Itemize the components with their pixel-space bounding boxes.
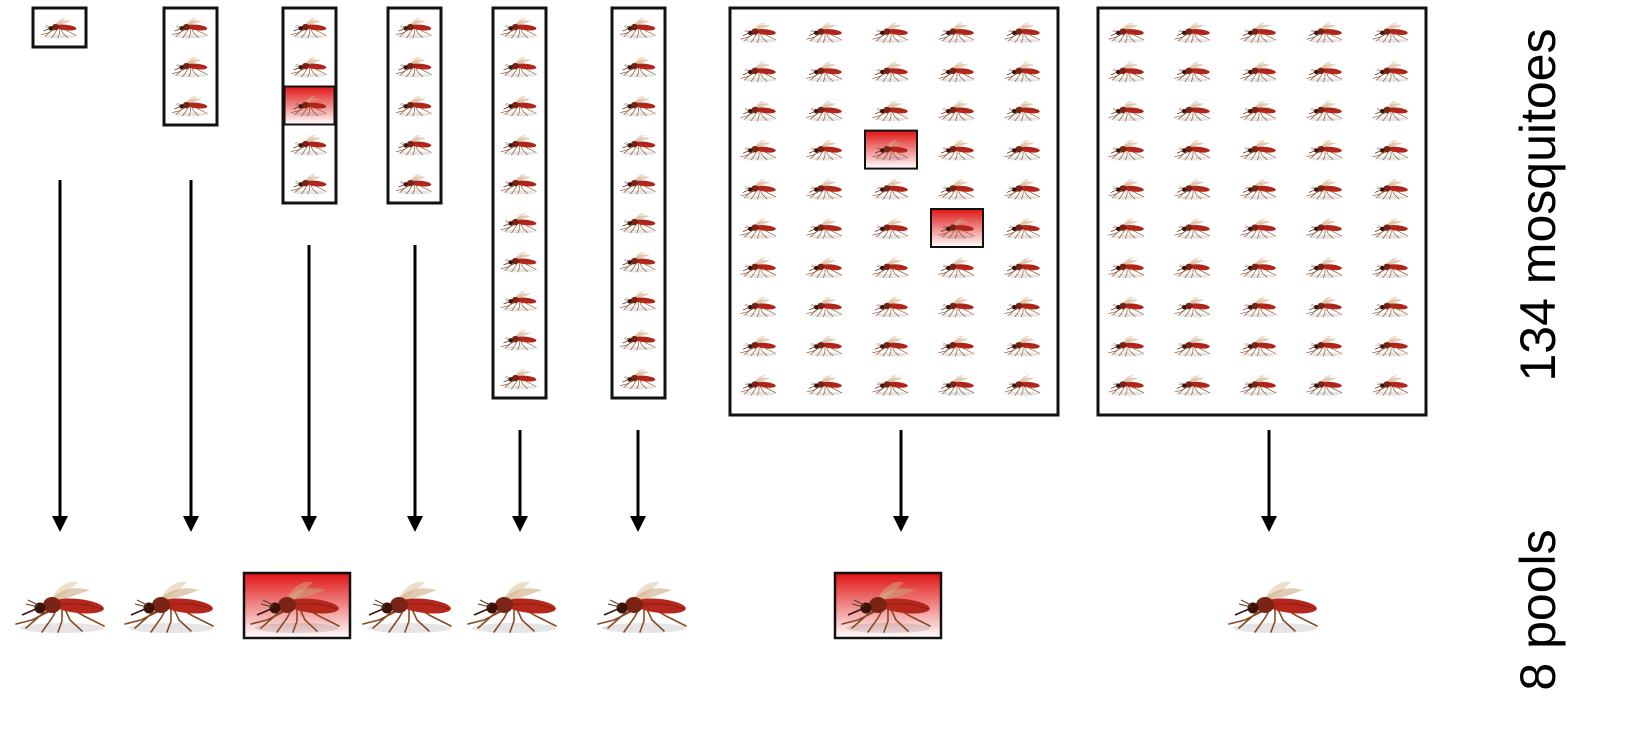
pool-result-8: [1229, 582, 1318, 633]
pool-result-3: [244, 573, 350, 638]
mosquito-icon: [16, 582, 105, 633]
mosquito-count-label: 134 mosquitoes: [1513, 28, 1563, 381]
pool-result-5: [468, 582, 557, 633]
mosquito-icon: [363, 582, 452, 633]
arrow-down-icon: [183, 180, 199, 532]
pool-5: [493, 8, 546, 398]
pool-result-2: [125, 582, 214, 633]
arrow-down-icon: [407, 245, 423, 532]
arrow-down-icon: [301, 245, 317, 532]
arrow-head: [407, 516, 423, 532]
pool-result-4: [363, 582, 452, 633]
arrow-head: [893, 516, 909, 532]
pool-8: [1098, 8, 1426, 415]
mosquito-icon: [598, 582, 687, 633]
pool-result-1: [16, 582, 105, 633]
arrow-down-icon: [512, 430, 528, 532]
pool-7: [730, 8, 1058, 415]
arrow-head: [1261, 516, 1277, 532]
pool-4: [388, 8, 441, 203]
arrow-head: [183, 516, 199, 532]
arrow-down-icon: [630, 430, 646, 532]
mosquito-icon: [125, 582, 214, 633]
arrow-head: [301, 516, 317, 532]
mosquito-icon: [468, 582, 557, 633]
pool-2: [164, 8, 217, 125]
arrow-head: [52, 516, 68, 532]
pool-count-label: 8 pools: [1513, 529, 1563, 690]
pool-6: [612, 8, 665, 398]
pool-result-6: [598, 582, 687, 633]
mosquito-icon: [1229, 582, 1318, 633]
arrow-down-icon: [893, 430, 909, 532]
arrow-down-icon: [1261, 430, 1277, 532]
arrow-down-icon: [52, 180, 68, 532]
pool-result-7: [835, 573, 941, 638]
pool-1: [33, 8, 86, 47]
pool-3: [283, 8, 336, 203]
arrow-head: [512, 516, 528, 532]
arrow-head: [630, 516, 646, 532]
